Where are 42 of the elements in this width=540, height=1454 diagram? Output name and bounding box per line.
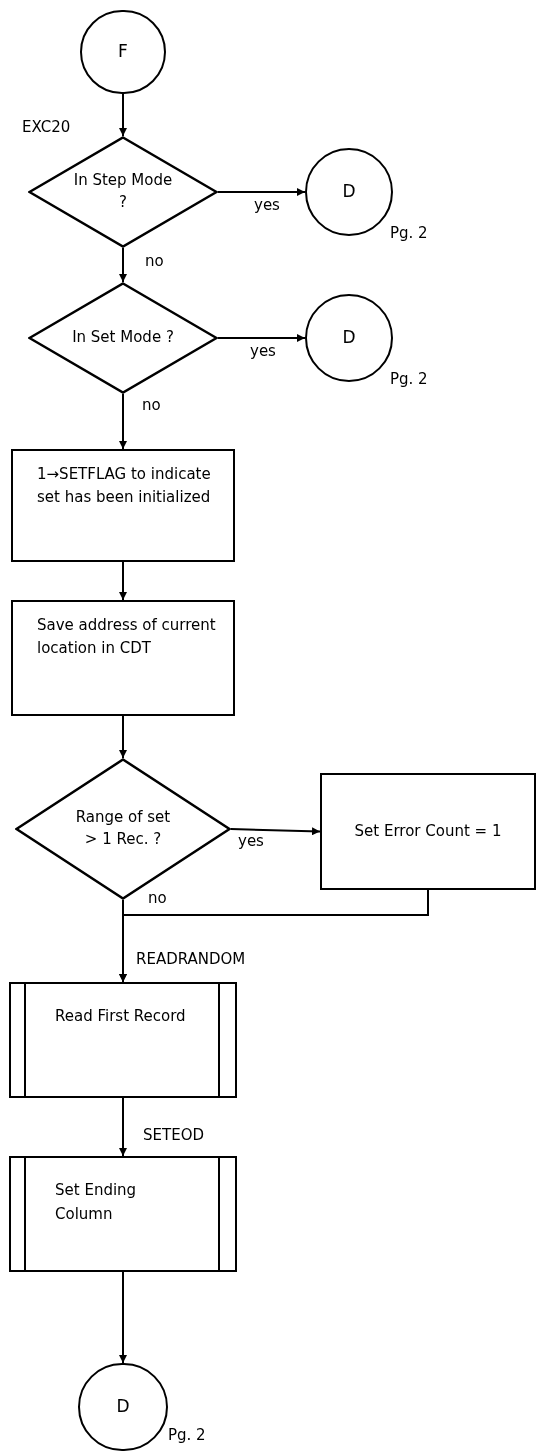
page-reference: Pg. 2 xyxy=(168,1428,206,1443)
process-box xyxy=(11,600,235,716)
arrow xyxy=(119,93,127,137)
node-text: Save address of current location in CDT xyxy=(37,615,217,660)
node-text: Range of set > 1 Rec. ? xyxy=(75,808,171,848)
node-text: D xyxy=(116,1395,130,1419)
arrow xyxy=(119,1271,127,1364)
edge-label: yes xyxy=(252,198,282,213)
page-reference: Pg. 2 xyxy=(390,226,428,241)
predefined-process-box xyxy=(9,982,237,1098)
arrow xyxy=(119,247,127,283)
predefined-process-box xyxy=(9,1156,237,1272)
edge-label: yes xyxy=(248,344,278,359)
decision-diamond xyxy=(28,282,218,394)
edge-label: no xyxy=(140,398,163,413)
node-text: In Step Mode ? xyxy=(73,171,173,211)
edge-label: yes xyxy=(236,834,266,849)
node-text: Set Error Count = 1 xyxy=(354,820,502,842)
node-text: F xyxy=(118,40,128,64)
node-text: 1→SETFLAG to indicate set has been initialized xyxy=(37,464,212,509)
arrow xyxy=(119,889,429,983)
entry-label: EXC20 xyxy=(22,120,71,135)
node-text: Set Ending Column xyxy=(55,1180,138,1225)
entry-label: READRANDOM xyxy=(136,952,246,967)
node-text: D xyxy=(342,180,356,204)
edge-label: no xyxy=(143,254,166,269)
node-text: Read First Record xyxy=(55,1006,186,1027)
edge-label: no xyxy=(146,891,169,906)
entry-label: SETEOD xyxy=(143,1128,204,1143)
decision-diamond xyxy=(28,136,218,248)
arrow xyxy=(119,561,127,601)
arrow xyxy=(217,188,306,196)
arrow xyxy=(119,393,127,450)
process-box xyxy=(11,449,235,562)
node-text: D xyxy=(342,326,356,350)
arrow xyxy=(230,827,321,836)
page-reference: Pg. 2 xyxy=(390,372,428,387)
node-text: In Set Mode ? xyxy=(72,328,174,347)
arrow xyxy=(217,334,306,342)
arrow xyxy=(119,1097,127,1157)
arrow xyxy=(119,715,127,759)
process-box xyxy=(320,773,536,890)
